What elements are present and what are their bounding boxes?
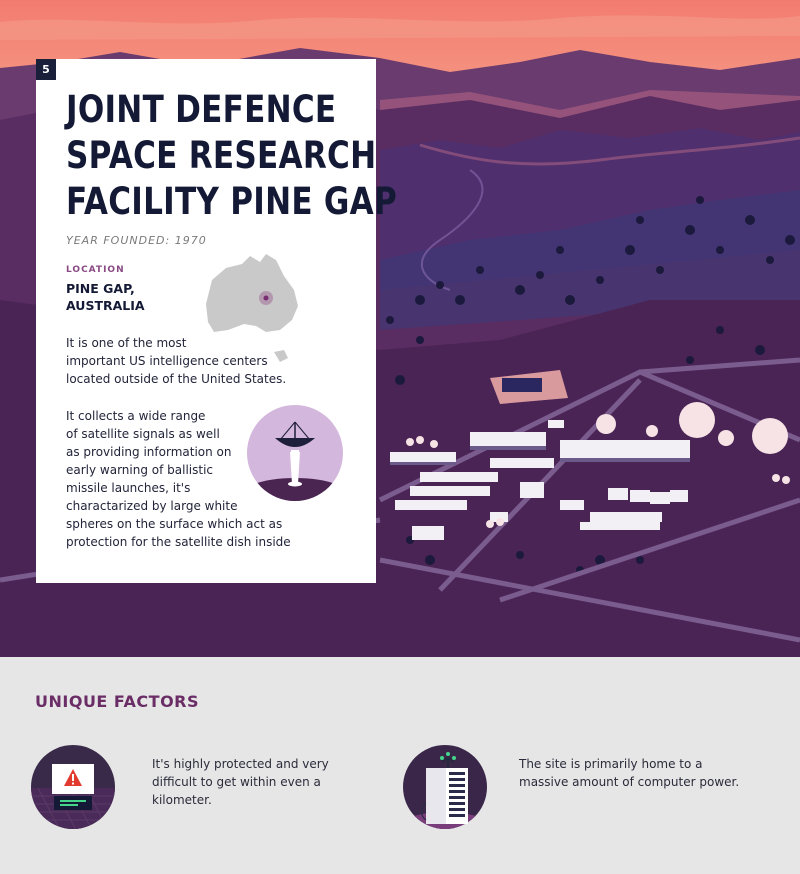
section-title: UNIQUE FACTORS bbox=[35, 692, 200, 711]
australia-map-icon bbox=[206, 254, 298, 362]
description-paragraph-1: It is one of the most important US intel… bbox=[66, 334, 306, 388]
paragraph-line: of satellite signals as well bbox=[66, 427, 220, 441]
factor-text: It's highly protected and very difficult… bbox=[152, 755, 329, 809]
factor-line: massive amount of computer power. bbox=[519, 775, 740, 789]
paragraph-line: spheres on the surface which act as bbox=[66, 517, 283, 531]
title-line: JOINT DEFENCE bbox=[66, 88, 337, 131]
paragraph-line: early warning of ballistic bbox=[66, 463, 214, 477]
info-card: 5 JOINT DEFENCE SPACE RESEARCH FACILITY … bbox=[36, 59, 397, 583]
facility-title: JOINT DEFENCE SPACE RESEARCH FACILITY PI… bbox=[66, 87, 397, 225]
location-label: LOCATION bbox=[66, 265, 125, 275]
paragraph-line: It collects a wide range bbox=[66, 409, 206, 423]
server-tower-icon bbox=[403, 745, 487, 829]
facility-number-badge: 5 bbox=[36, 59, 56, 80]
satellite-dish-icon bbox=[247, 405, 343, 501]
paragraph-line: as providing information on bbox=[66, 445, 232, 459]
factor-line: difficult to get within even a bbox=[152, 775, 321, 789]
location-line: PINE GAP, bbox=[66, 281, 135, 296]
year-founded: YEAR FOUNDED: 1970 bbox=[66, 234, 207, 247]
title-line: FACILITY PINE GAP bbox=[66, 180, 398, 223]
paragraph-line: It is one of the most bbox=[66, 336, 187, 350]
paragraph-line: missile launches, it's bbox=[66, 481, 191, 495]
paragraph-line: important US intelligence centers bbox=[66, 354, 268, 368]
location-line: AUSTRALIA bbox=[66, 298, 145, 313]
warning-screen-icon bbox=[31, 745, 115, 829]
factor-line: The site is primarily home to a bbox=[519, 757, 703, 771]
unique-factors-section: UNIQUE FACTORS It's highly protected and… bbox=[0, 657, 800, 874]
factor-text: The site is primarily home to a massive … bbox=[519, 755, 739, 791]
paragraph-line: charactarized by large white bbox=[66, 499, 238, 513]
paragraph-line: protection for the satellite dish inside bbox=[66, 535, 291, 549]
factor-line: kilometer. bbox=[152, 793, 212, 807]
location-value: PINE GAP, AUSTRALIA bbox=[66, 280, 186, 314]
paragraph-line: located outside of the United States. bbox=[66, 372, 287, 386]
description-paragraph-2: It collects a wide range of satellite si… bbox=[66, 407, 336, 551]
factor-line: It's highly protected and very bbox=[152, 757, 329, 771]
title-line: SPACE RESEARCH bbox=[66, 134, 377, 177]
